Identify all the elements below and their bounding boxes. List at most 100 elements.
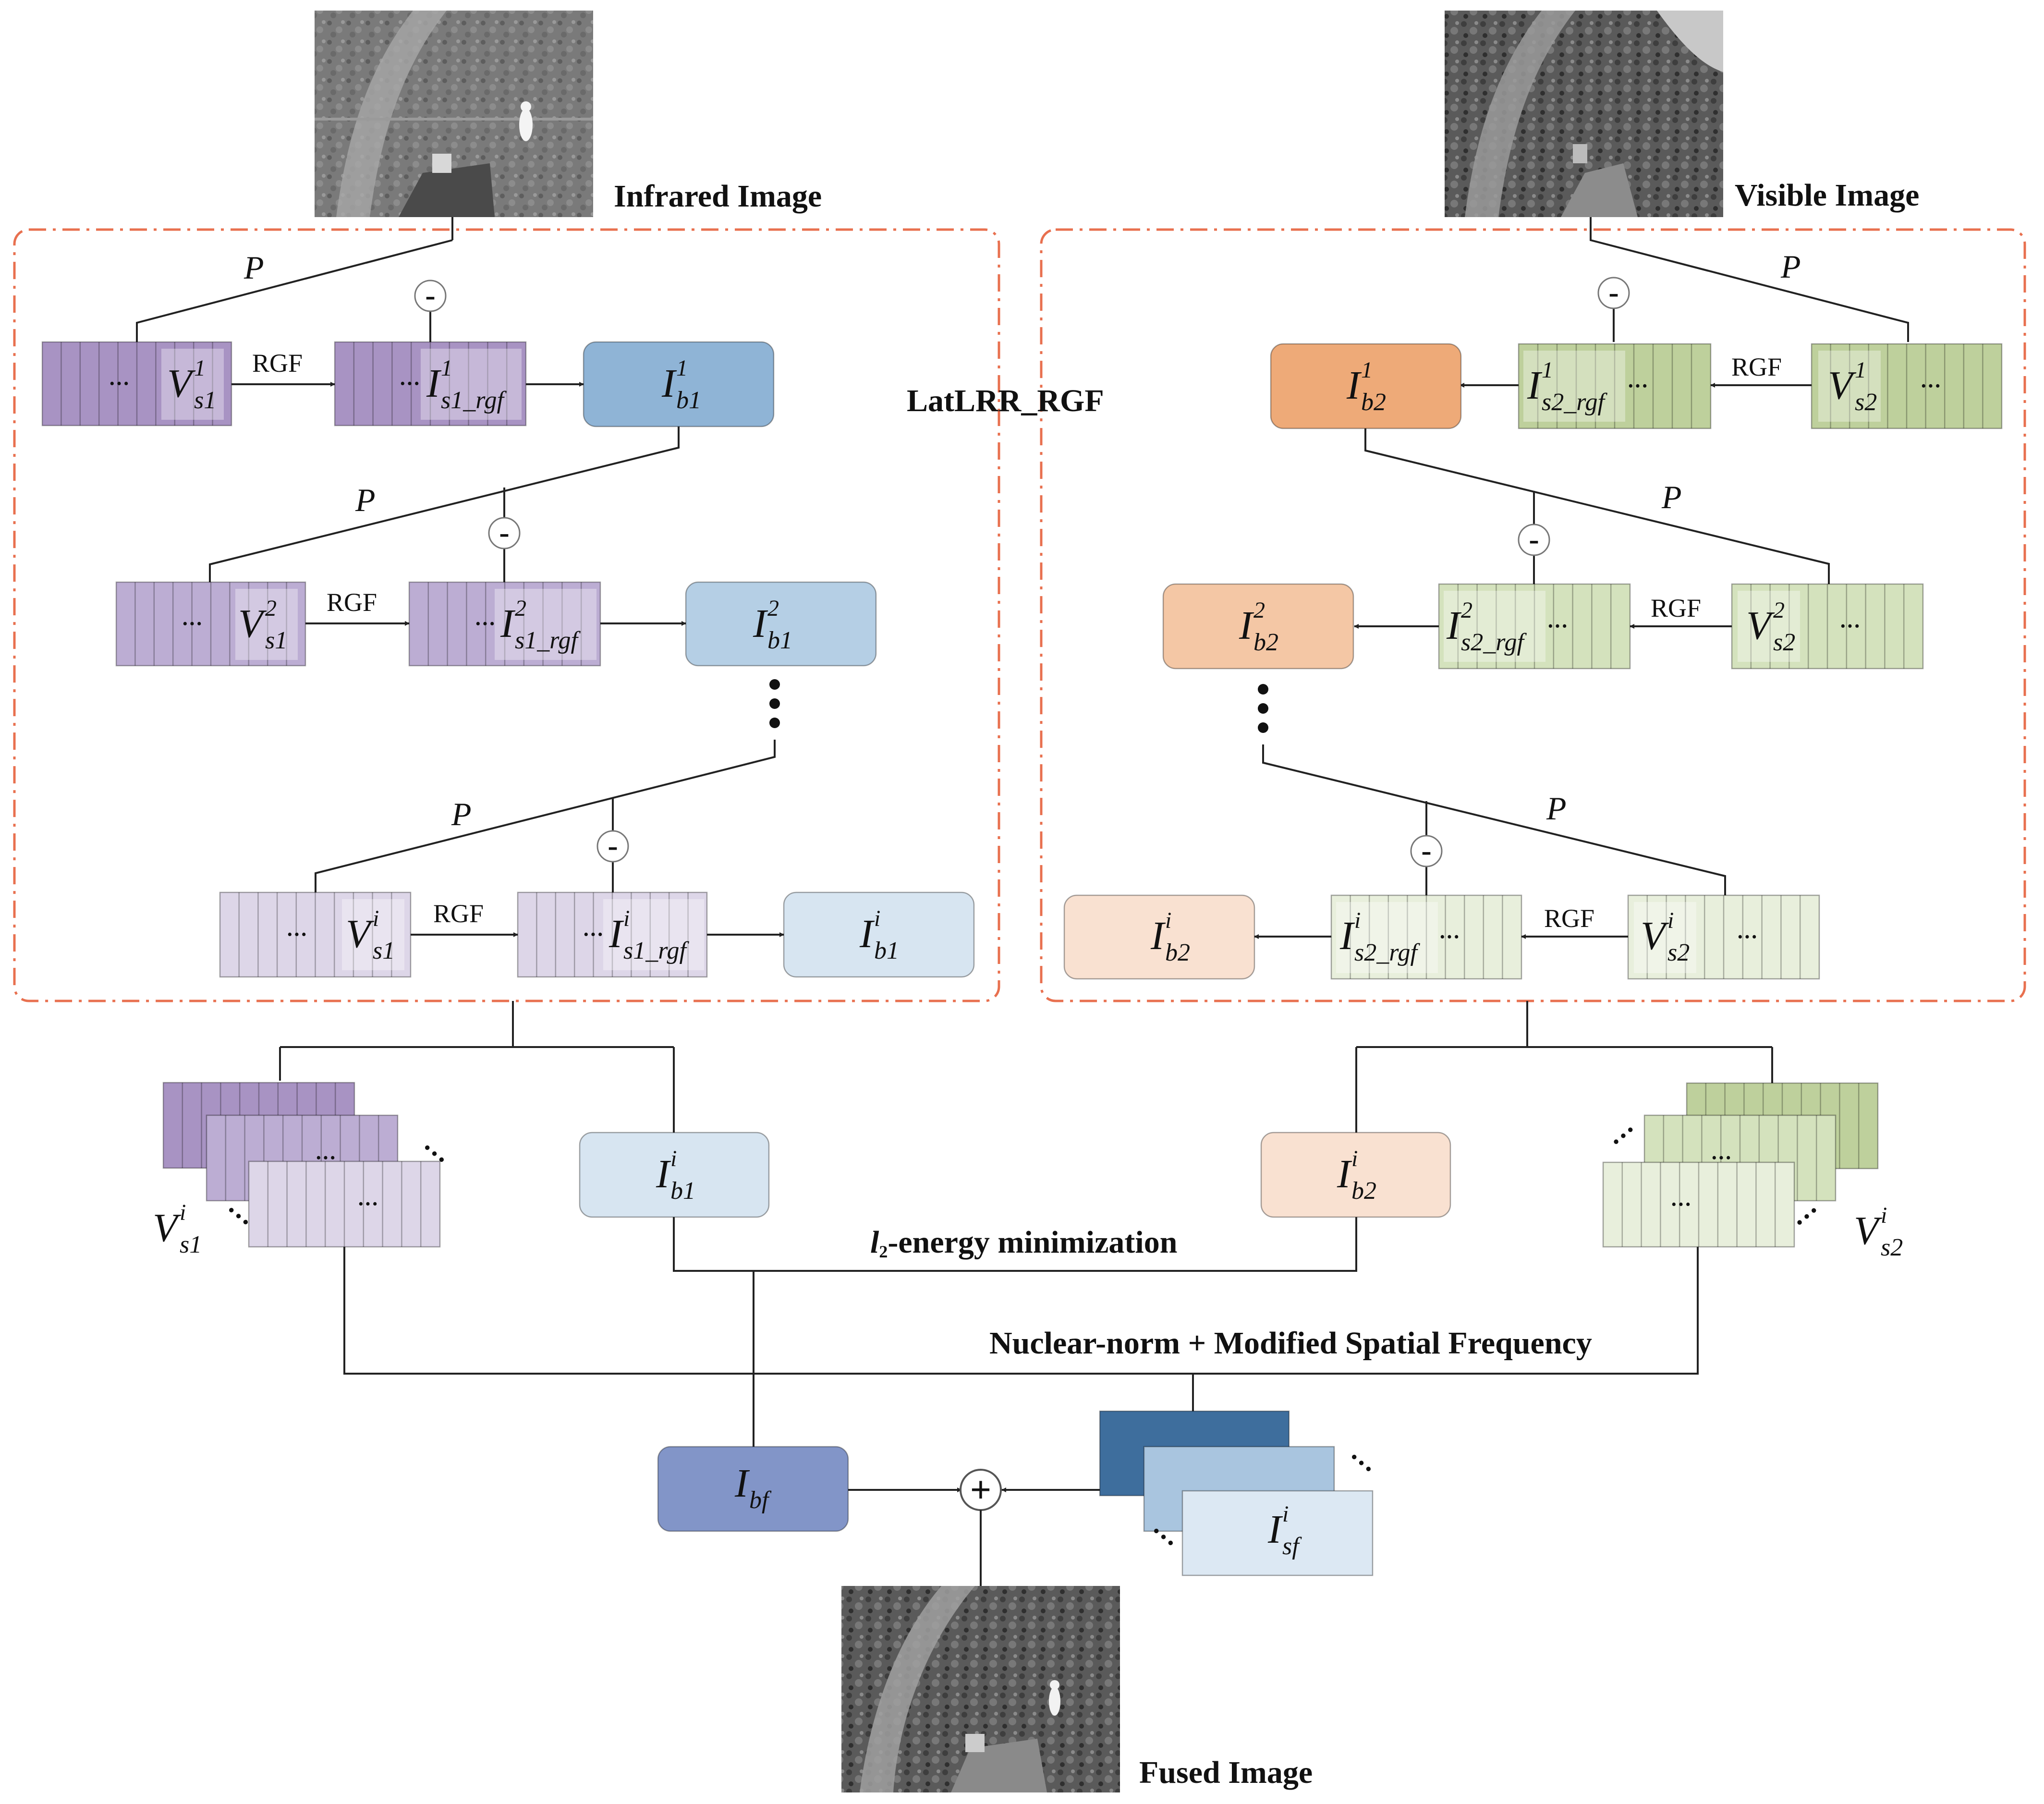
svg-text:I: I [661, 361, 677, 406]
ellipsis-glyph: ··· [1737, 925, 1758, 949]
ellipsis-glyph: ··· [1547, 614, 1568, 638]
minus-operator: - [488, 515, 521, 549]
svg-text:I: I [1239, 603, 1254, 648]
svg-text:V: V [1746, 603, 1775, 648]
svg-text:V: V [1828, 363, 1857, 408]
svg-text:V: V [1854, 1208, 1883, 1253]
ellipsis-glyph: ··· [357, 1192, 378, 1216]
salient-rgf-stack-ir-level2: ··· [408, 581, 601, 667]
fused-image [841, 1586, 1120, 1792]
base-box-ir-level2 [685, 581, 877, 667]
vertical-ellipsis [1258, 684, 1268, 733]
svg-text:-: - [1529, 522, 1539, 556]
svg-text:s1_rgf: s1_rgf [441, 387, 507, 414]
minus-operator: - [414, 278, 447, 312]
svg-text:I: I [656, 1152, 671, 1196]
salient-stack-vis-all-levels: ··············· [1603, 1082, 1879, 1248]
salient-stack-vis-level-i: ··· [1627, 894, 1820, 980]
salient-stack-ir-level-i: ··· [219, 891, 412, 978]
visible-decomposition-frame [1040, 228, 2026, 1002]
svg-text:s1: s1 [265, 627, 287, 654]
svg-text:s2: s2 [1773, 629, 1795, 656]
salient-stack-ir-level1: ··· [41, 341, 232, 427]
svg-text:-: - [1608, 275, 1618, 309]
svg-text:s2: s2 [1667, 939, 1690, 966]
svg-text:i: i [874, 906, 880, 931]
svg-text:i: i [1351, 1146, 1358, 1171]
salient-stack-ir-all-levels: ··············· [162, 1082, 455, 1248]
salient-rgf-stack-vis-level-i: ··· [1330, 894, 1522, 980]
svg-text:bf: bf [749, 1487, 772, 1514]
projection-label: P [451, 796, 472, 832]
svg-text:2: 2 [265, 596, 277, 621]
svg-text:2: 2 [1253, 597, 1265, 623]
rgf-label: RGF [1544, 904, 1594, 933]
svg-text:i: i [1282, 1501, 1289, 1527]
svg-text:I: I [1446, 603, 1462, 648]
fused-image-label: Fused Image [1139, 1755, 1313, 1790]
svg-text:1: 1 [676, 355, 688, 381]
ellipsis-glyph: ··· [399, 372, 420, 395]
rgf-label: RGF [433, 899, 484, 928]
salient-stack-ir-level2: ··· [115, 581, 306, 667]
svg-text:s2_rgf: s2_rgf [1461, 629, 1527, 656]
svg-text:V: V [1641, 914, 1669, 958]
infrared-image-label: Infrared Image [614, 179, 822, 214]
base-box-vis-level-i [1063, 894, 1255, 980]
visible-image [1445, 11, 1723, 217]
svg-text:I: I [1337, 1152, 1352, 1196]
svg-text:2: 2 [515, 596, 526, 621]
svg-text:i: i [1667, 908, 1674, 933]
nuclear-norm-label: Nuclear-norm + Modified Spatial Frequenc… [989, 1326, 1592, 1361]
svg-text:s1: s1 [194, 387, 216, 414]
salient-stack-fused: ······ [1099, 1410, 1382, 1576]
svg-text:-: - [1421, 833, 1431, 867]
svg-text:+: + [970, 1469, 991, 1511]
ellipsis-glyph: ··· [474, 612, 496, 635]
svg-text:I: I [500, 601, 516, 646]
svg-text:2: 2 [1773, 597, 1785, 623]
ellipsis-glyph: ··· [1920, 374, 1941, 398]
svg-text:i: i [373, 906, 379, 931]
projection-label: P [1661, 479, 1682, 515]
svg-text:b1: b1 [874, 937, 899, 964]
svg-text:1: 1 [441, 355, 452, 381]
svg-text:s1_rgf: s1_rgf [623, 937, 690, 964]
minus-operator: - [1410, 833, 1443, 867]
svg-text:-: - [425, 278, 435, 312]
svg-text:i: i [1881, 1203, 1887, 1228]
ellipsis-glyph: ··· [109, 372, 130, 395]
svg-text:i: i [1165, 908, 1171, 933]
projection-label: P [355, 482, 376, 518]
minus-operator: - [1597, 275, 1630, 309]
svg-text:1: 1 [1542, 357, 1553, 383]
svg-text:I: I [1267, 1507, 1283, 1552]
svg-text:2: 2 [1461, 597, 1472, 623]
ellipsis-glyph: ··· [583, 923, 604, 946]
infrared-decomposition-frame [13, 228, 1000, 1002]
ellipsis-glyph: ··· [1839, 614, 1861, 638]
rgf-label: RGF [252, 349, 303, 378]
svg-text:I: I [859, 912, 875, 956]
salient-rgf-stack-ir-level-i: ··· [517, 891, 708, 978]
svg-text:i: i [180, 1200, 186, 1225]
